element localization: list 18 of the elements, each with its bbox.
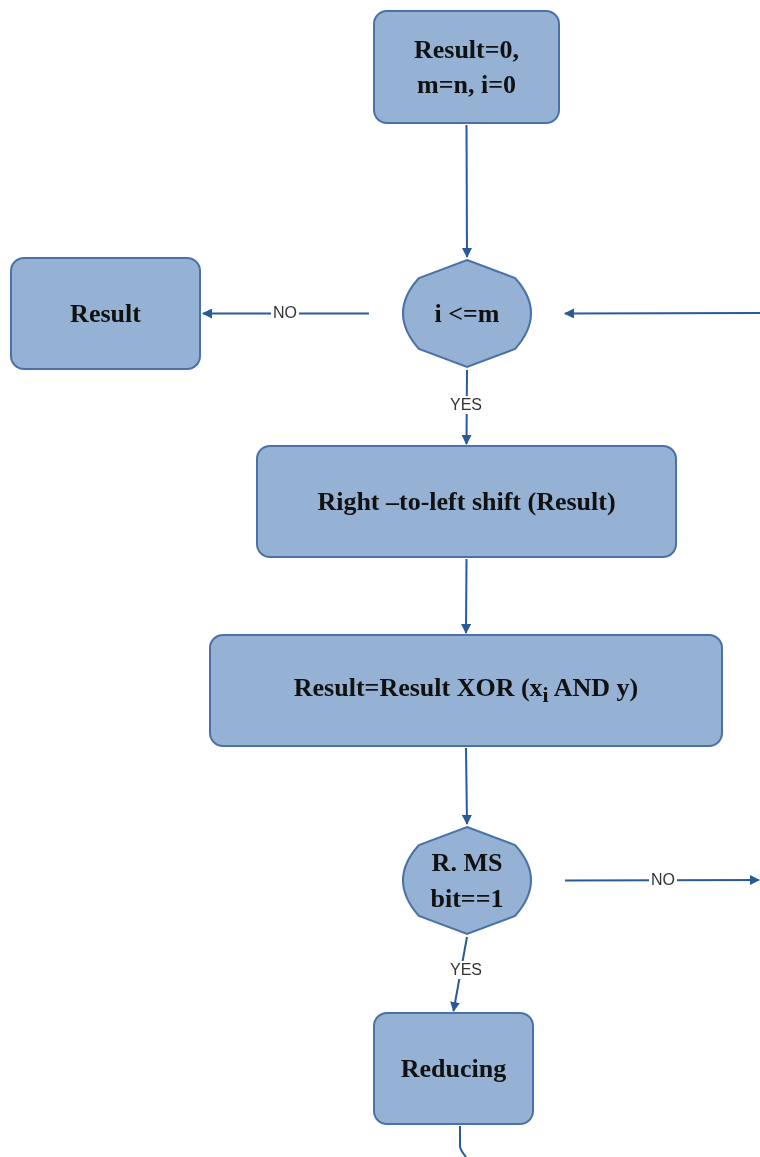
node-text: Reducing — [400, 1052, 507, 1085]
process-box — [373, 10, 560, 124]
node-text: Right –to-left shift (Result) — [317, 485, 616, 518]
arrow — [461, 558, 472, 634]
arrow — [461, 747, 472, 825]
process-box — [256, 445, 677, 558]
edge-label: YES — [448, 396, 484, 414]
node-text: R. MS bit==1 — [429, 847, 505, 915]
process-box — [10, 257, 201, 370]
arrow — [564, 308, 760, 319]
node-text: Result=Result XOR (x$_{i}$ AND y) — [293, 672, 639, 710]
node-text: Result=0, m=n, i=0 — [412, 33, 521, 101]
arrow — [461, 124, 472, 258]
process-box — [373, 1012, 534, 1125]
node-text: i <=m — [434, 297, 500, 330]
process-box — [209, 634, 723, 747]
node-text: Result — [70, 297, 141, 330]
edge-label: YES — [448, 961, 484, 979]
